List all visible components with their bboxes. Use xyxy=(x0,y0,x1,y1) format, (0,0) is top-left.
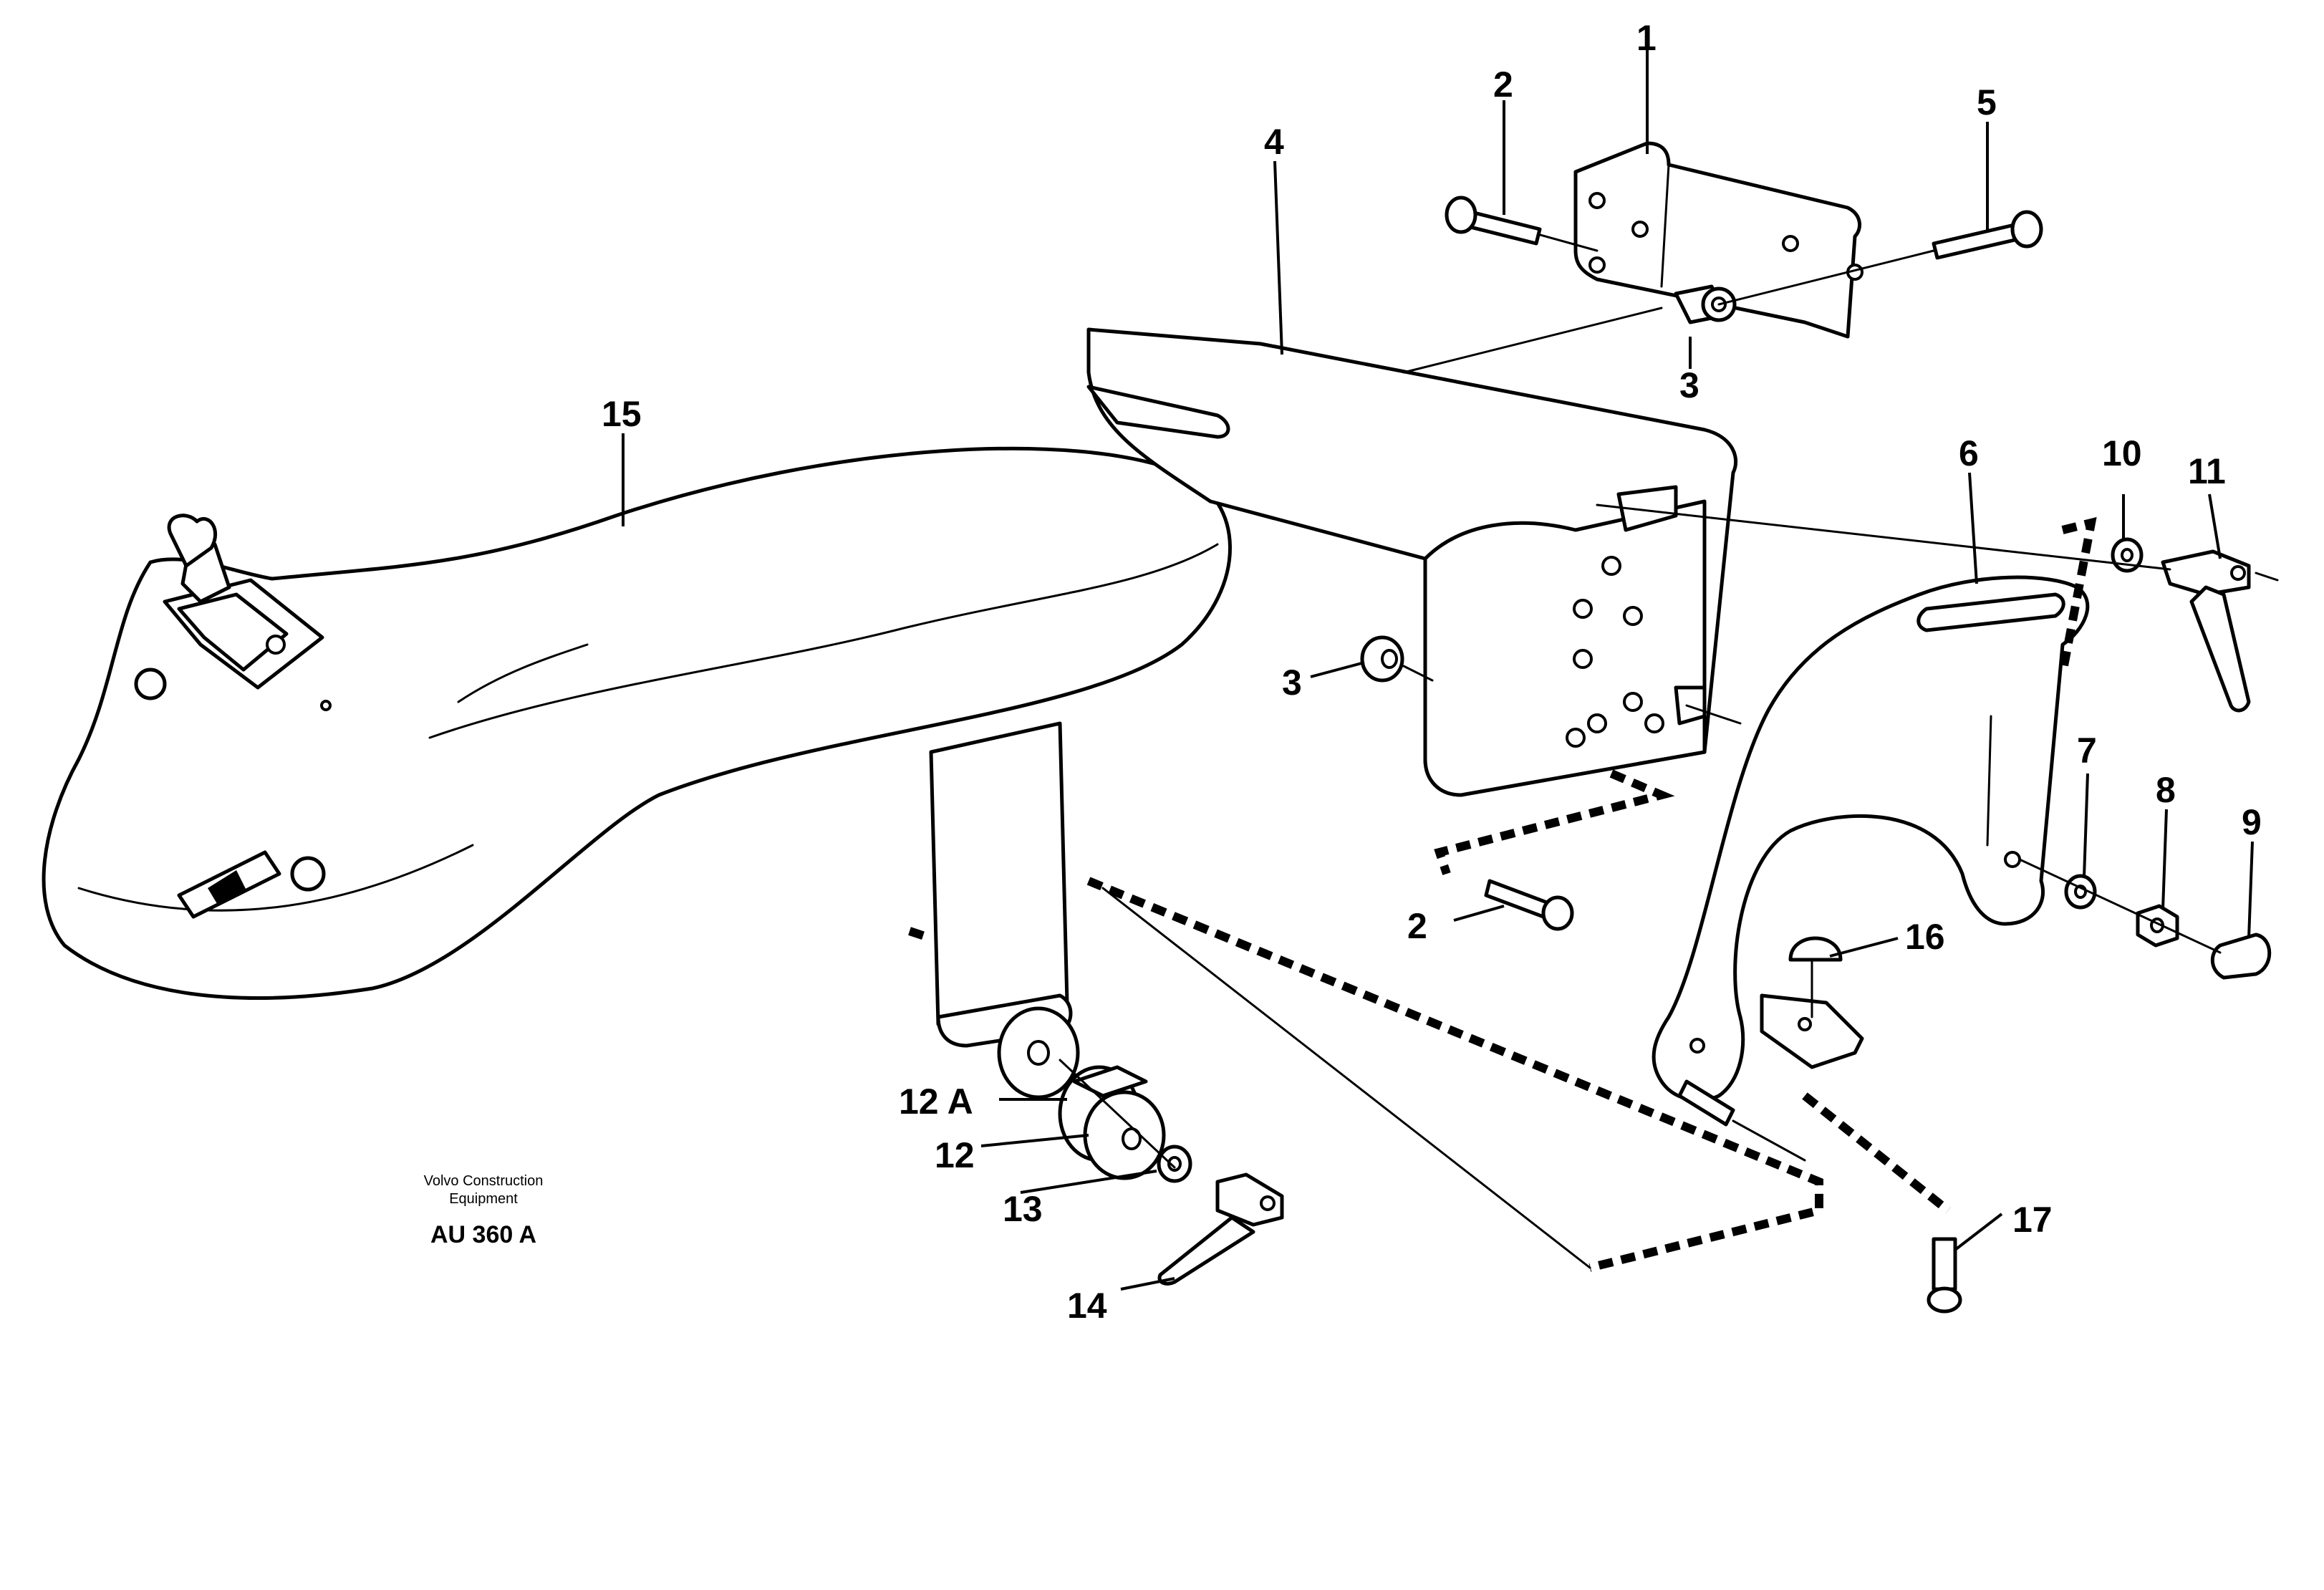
drawing-code: AU 360 A xyxy=(430,1221,536,1248)
support-post xyxy=(929,721,1080,1099)
assembly-paths xyxy=(908,516,2097,1272)
credit-line-1: Volvo Construction xyxy=(424,1173,544,1189)
screw-2-upper xyxy=(1445,196,1542,246)
washer-13 xyxy=(1157,1145,1192,1183)
rocker-switch xyxy=(177,850,281,919)
credit-block: Volvo Construction Equipment AU 360 A xyxy=(424,1173,544,1248)
cap-9 xyxy=(2210,933,2272,980)
callout-16: 16 xyxy=(1905,917,1945,957)
spacer-3-lower xyxy=(1360,635,1434,683)
screw-2-lower xyxy=(1484,879,1574,931)
upper-bracket xyxy=(1402,141,2043,374)
spacer-3-upper xyxy=(1674,284,1737,324)
callout-12a: 12 A xyxy=(899,1081,973,1122)
callout-3-upper: 3 xyxy=(1679,365,1699,405)
callout-2-upper: 2 xyxy=(1493,64,1513,105)
screw-17 xyxy=(1927,1237,1962,1314)
credit-line-2: Equipment xyxy=(449,1191,518,1207)
callout-15: 15 xyxy=(602,394,642,434)
callout-12: 12 xyxy=(935,1135,975,1175)
callout-11: 11 xyxy=(2188,451,2226,491)
screw-5 xyxy=(1932,210,2043,260)
callout-3-lower: 3 xyxy=(1282,662,1302,703)
nut-8 xyxy=(2136,904,2179,948)
callout-5: 5 xyxy=(1977,82,1997,122)
callout-10: 10 xyxy=(2102,433,2142,473)
cap-16-and-foot xyxy=(1760,936,1864,1069)
stud-lower-bracket xyxy=(1677,1079,1806,1162)
callout-8: 8 xyxy=(2156,770,2176,810)
curved-bracket xyxy=(1652,575,2090,1102)
callout-6: 6 xyxy=(1959,433,1979,473)
callout-14: 14 xyxy=(1067,1286,1107,1326)
callout-1: 1 xyxy=(1636,18,1657,58)
joystick xyxy=(163,514,324,690)
callout-2-lower: 2 xyxy=(1407,906,1427,946)
mounting-bracket xyxy=(1086,327,1742,797)
callout-4: 4 xyxy=(1264,122,1284,162)
callout-17: 17 xyxy=(2012,1200,2053,1240)
callout-7: 7 xyxy=(2077,731,2097,771)
armrest-console xyxy=(42,446,1232,1099)
callout-13: 13 xyxy=(1003,1189,1043,1229)
knob-12 xyxy=(1083,1090,1166,1180)
handle-11 xyxy=(2161,549,2251,713)
handle-14 xyxy=(1157,1172,1284,1286)
callout-9: 9 xyxy=(2242,802,2262,842)
leader-lines xyxy=(622,50,2254,1291)
callout-labels: 1 2 5 4 3 15 6 10 11 3 7 8 9 2 16 12 A 1… xyxy=(602,18,2262,1326)
